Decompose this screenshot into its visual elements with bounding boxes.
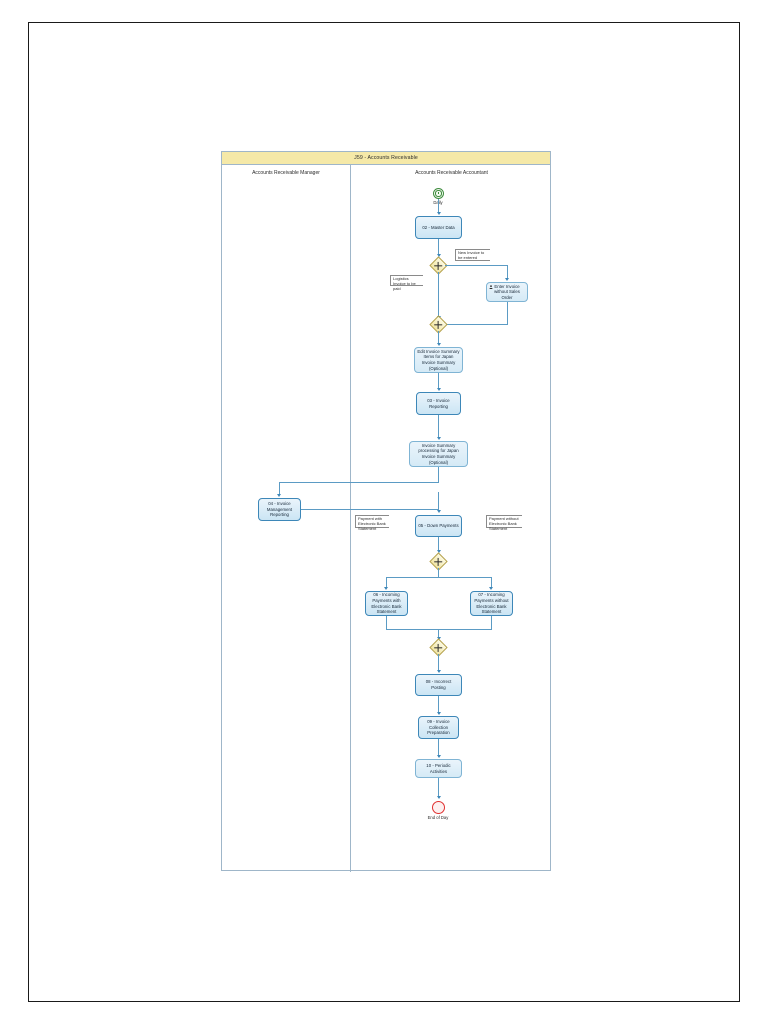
edge-task06-to-gw4-v: [386, 616, 387, 630]
arrow-gw3-to-task06: [384, 587, 389, 590]
clock-hand-icon: [438, 191, 439, 194]
edge-gw1-to-enter-invoice-h: [445, 265, 508, 266]
edge-gw3-split-v: [438, 568, 440, 578]
end-event-icon[interactable]: [432, 801, 446, 814]
pool-title: J59 - Accounts Receivable: [222, 152, 550, 165]
diagram-canvas: Daily 02 - Master Data New Invoice to be…: [222, 152, 552, 872]
process-pool: J59 - Accounts Receivable Accounts Recei…: [221, 151, 552, 872]
document-page: J59 - Accounts Receivable Accounts Recei…: [28, 22, 740, 1002]
edge-gw3-to-task06: [386, 577, 387, 589]
edge-gw2-to-edit-summary: [438, 331, 440, 344]
edge-gw4-to-task08: [438, 654, 440, 672]
arrow-start-to-task02: [436, 212, 441, 215]
edge-gw1-to-gw2: [438, 272, 440, 318]
task-enter-invoice-without-sales-order[interactable]: Enter Invoice without Sales Order: [486, 282, 528, 302]
task-09-invoice-collection-preparation[interactable]: 09 - Invoice Collection Preparation: [418, 716, 459, 739]
lane-divider: [350, 165, 351, 872]
start-timer-event-icon[interactable]: [433, 188, 444, 199]
task-07-incoming-payments-without-ebs[interactable]: 07 - Incoming Payments without Electroni…: [470, 591, 513, 616]
edge-merge-to-gw4-v: [438, 629, 440, 639]
arrow-task08-to-task09: [436, 712, 441, 715]
edge-task05-to-gw3: [438, 537, 440, 551]
start-event-label: Daily: [408, 200, 468, 205]
task-invoice-summary-processing[interactable]: Invoice Summary processing for Japan Inv…: [409, 441, 468, 467]
edge-task09-to-task10: [438, 739, 440, 757]
edge-task07-to-gw4-v: [491, 616, 492, 630]
edge-enter-invoice-to-gw2-h: [445, 324, 507, 326]
start-event-inner-ring: [435, 190, 442, 197]
arrow-task10-to-end: [436, 796, 441, 799]
edge-task04-to-task05-v: [438, 492, 440, 510]
task-enter-invoice-label: Enter Invoice without Sales Order: [494, 283, 520, 300]
end-event-label: End of Day: [427, 815, 449, 820]
user-task-icon: [489, 285, 493, 289]
task-04-invoice-management-reporting[interactable]: 04 - Invoice Management Reporting: [258, 498, 301, 521]
edge-task03-to-summary-processing: [438, 415, 440, 438]
task-02-master-data[interactable]: 02 - Master Data: [415, 216, 462, 239]
task-edit-invoice-summary-items[interactable]: Edit Invoice Summary Items for Japan Inv…: [414, 347, 463, 373]
annotation-new-invoice: New Invoice to be entered: [455, 249, 490, 261]
edge-summary-to-task04-v1: [438, 467, 440, 483]
annotation-logistics-invoice: Logistics Invoice to be paid: [390, 275, 423, 290]
task-08-incorrect-posting[interactable]: 08 - Incorrect Posting: [415, 674, 462, 696]
annotation-payment-with-ebs: Payment with Electronic Bank Statement: [355, 515, 389, 530]
edge-task04-to-task05-h: [301, 509, 439, 511]
task-03-invoice-reporting[interactable]: 03 - Invoice Reporting: [416, 392, 461, 415]
edge-summary-to-task04-h: [279, 482, 439, 484]
arrow-edit-summary-to-task03: [436, 388, 441, 391]
arrow-summary-to-task04: [277, 494, 282, 497]
edge-gw3-to-task07: [491, 577, 492, 589]
arrow-gw1-to-enter-invoice: [504, 278, 509, 281]
arrow-gw4-to-task08: [436, 670, 441, 673]
arrow-gw2-to-edit-summary: [436, 343, 441, 346]
arrow-gw3-to-task07: [489, 587, 494, 590]
annotation-payment-without-ebs: Payment without Electronic Bank Statemen…: [486, 515, 522, 530]
edge-summary-to-task04-v2: [279, 482, 280, 496]
edge-gw1-to-enter-invoice-v: [506, 265, 508, 280]
edge-start-to-task02: [438, 199, 440, 213]
edge-task08-to-task09: [438, 696, 440, 714]
task-06-incoming-payments-with-ebs[interactable]: 06 - Incoming Payments with Electronic B…: [365, 591, 408, 616]
arrow-task04-to-task05: [436, 510, 441, 513]
edge-enter-invoice-to-gw2-v: [506, 302, 508, 325]
edge-task02-to-gw1: [438, 239, 440, 255]
edge-edit-summary-to-task03: [438, 373, 440, 389]
arrow-task03-to-summary-processing: [436, 437, 441, 440]
edge-task10-to-end: [438, 778, 440, 798]
edge-gw3-split-h: [386, 577, 492, 579]
arrow-task09-to-task10: [436, 755, 441, 758]
task-10-periodic-activities[interactable]: 10 - Periodic Activities: [415, 759, 462, 778]
lane-header-manager: Accounts Receivable Manager: [252, 170, 320, 176]
task-05-down-payments[interactable]: 05 - Down Payments: [415, 515, 462, 537]
